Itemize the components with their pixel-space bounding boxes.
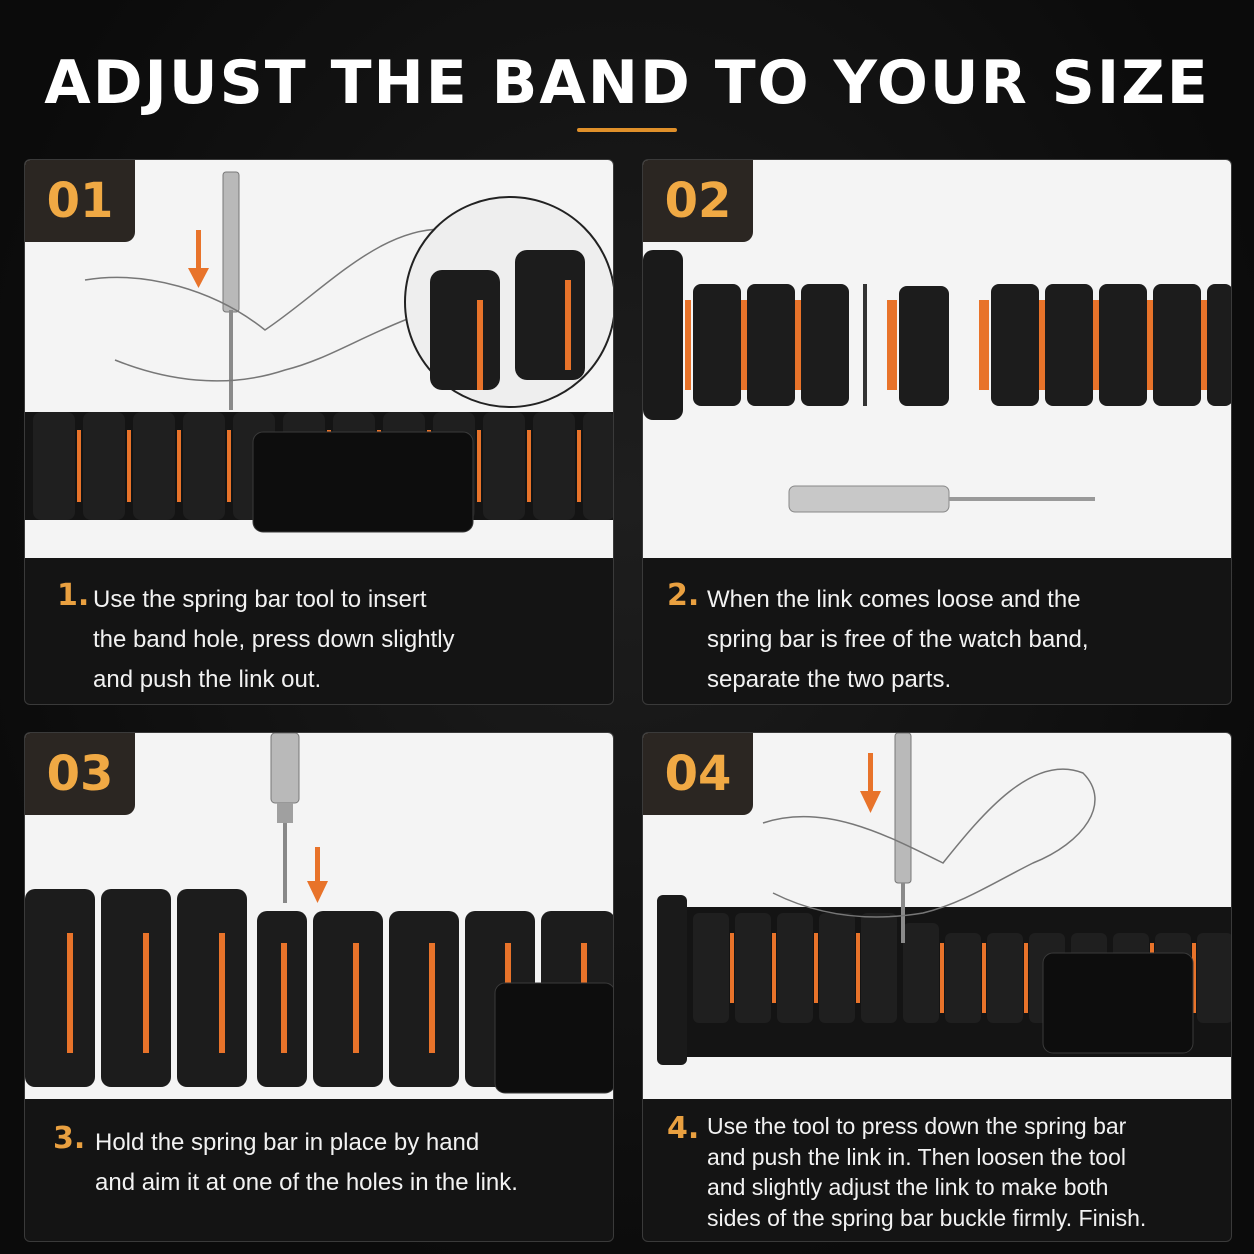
step-3-illustration: 03 [25,733,613,1099]
step-3-badge: 03 [25,733,135,815]
step-panel-2: 02 2. When the link comes loose and the … [642,159,1232,705]
step-panel-4: 04 4. Use the tool to press down the spr… [642,732,1232,1242]
step-2-badge: 02 [643,160,753,242]
step-4-badge: 04 [643,733,753,815]
step-3-text: Hold the spring bar in place by hand and… [95,1129,518,1196]
step-2-text: When the link comes loose and the spring… [707,586,1089,693]
step-4-number: 4. [667,1111,700,1146]
step-2-illustration: 02 [643,160,1231,558]
step-panel-1: 01 1. Use the spring bar tool to insert … [24,159,614,705]
step-4-text: Use the tool to press down the spring ba… [707,1113,1147,1231]
step-4-caption: 4. Use the tool to press down the spring… [643,1099,1231,1241]
step-1-text: Use the spring bar tool to insert the ba… [93,586,455,693]
step-4-illustration: 04 [643,733,1231,1099]
page-title: ADJUST THE BAND TO YOUR SIZE [44,48,1210,118]
step-3-caption: 3. Hold the spring bar in place by hand … [25,1099,613,1241]
step-1-badge: 01 [25,160,135,242]
step-1-number: 1. [57,578,90,613]
title-underline [577,128,677,132]
step-3-number: 3. [53,1121,86,1156]
step-2-number: 2. [667,578,700,613]
step-panel-3: 03 3. Hold the spring bar in place by ha… [24,732,614,1242]
step-2-caption: 2. When the link comes loose and the spr… [643,558,1231,704]
step-1-illustration: 01 [25,160,613,558]
step-1-caption: 1. Use the spring bar tool to insert the… [25,558,613,704]
